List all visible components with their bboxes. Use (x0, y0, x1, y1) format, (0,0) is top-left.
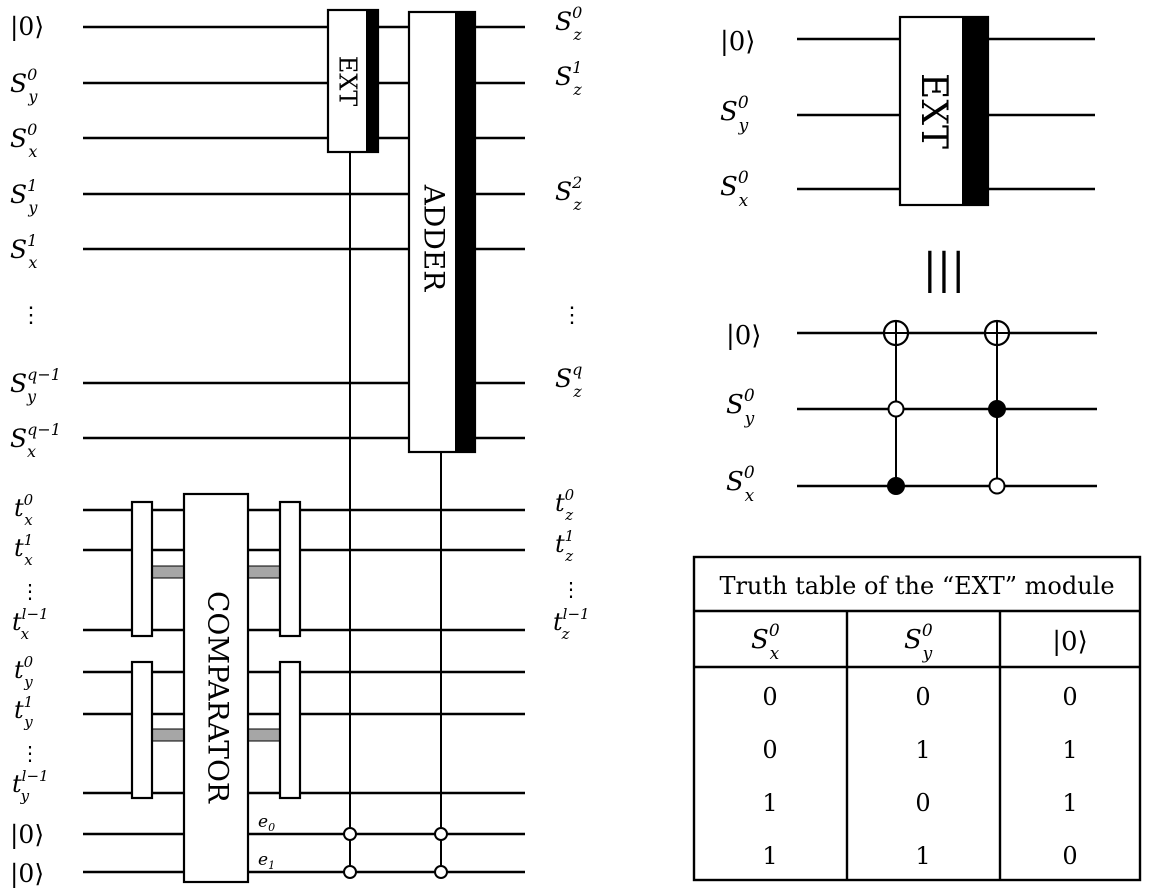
truth-table-cell: 1 (915, 842, 930, 870)
comparator-right-block-y (278, 660, 302, 800)
ext-module: EXT (326, 8, 380, 154)
label-vdots-tz: ⋮ (561, 577, 581, 601)
ext-open-control-e1 (343, 865, 357, 879)
flag-e1: e1 (258, 850, 275, 872)
label-zero: |0⟩ (10, 12, 44, 42)
truth-table-cell: 0 (915, 683, 930, 711)
comparator-module: COMPARATOR (130, 492, 302, 884)
connector-right-top (247, 565, 281, 579)
connector-left-top (151, 565, 185, 579)
comparator-label: COMPARATOR (202, 591, 235, 804)
comparator-left-block-x (130, 500, 154, 638)
adder-bar (455, 12, 475, 452)
truth-table-cell: 1 (915, 736, 930, 764)
ext-detail-bar (962, 17, 988, 205)
label-zero2: |0⟩ (10, 820, 44, 850)
ext-detail-label: EXT (913, 73, 954, 149)
toffoli-2-filled-control (988, 400, 1006, 418)
connector-left-bottom (151, 728, 185, 742)
toffoli-1-open-control (887, 400, 905, 418)
truth-table-border (692, 555, 1142, 882)
comparator-left-block-y (130, 660, 154, 800)
ext-detail-label-zero: |0⟩ (720, 27, 755, 57)
truth-table-cell: 0 (1062, 842, 1077, 870)
adder-open-control-e1 (434, 865, 448, 879)
ext-label: EXT (334, 56, 362, 107)
truth-table-cell: 0 (915, 789, 930, 817)
connector-right-bottom (247, 728, 281, 742)
truth-table-cell: 1 (1062, 736, 1077, 764)
truth-table-cell: 0 (762, 683, 777, 711)
truth-table-cell: 0 (1062, 683, 1077, 711)
truth-table-cell: 1 (762, 789, 777, 817)
label-vdots-s: ⋮ (20, 303, 42, 328)
label-vdots-sz: ⋮ (561, 303, 583, 328)
toffoli-1-filled-control (887, 477, 905, 495)
ext-bar (366, 10, 378, 152)
label-vdots-tx: ⋮ (20, 579, 40, 603)
truth-table-cell: 1 (762, 842, 777, 870)
comparator-right-block-x (278, 500, 302, 638)
equivalence-symbol: ||| (923, 244, 965, 293)
comparator-box (182, 492, 250, 884)
left-wires (83, 25, 525, 874)
adder-label: ADDER (418, 184, 451, 293)
truth-table-cell: 0 (762, 736, 777, 764)
decomp-label-zero: |0⟩ (726, 321, 761, 351)
ext-open-control-e0 (343, 827, 357, 841)
flag-e0: e0 (258, 812, 275, 834)
label-vdots-ty: ⋮ (20, 741, 40, 765)
truth-table-header-zero: |0⟩ (1052, 627, 1087, 657)
label-zero3: |0⟩ (10, 859, 44, 889)
adder-open-control-e0 (434, 827, 448, 841)
adder-module: ADDER (407, 10, 477, 454)
toffoli-2-open-control (988, 477, 1006, 495)
truth-table-cell: 1 (1062, 789, 1077, 817)
truth-table-title: Truth table of the “EXT” module (719, 572, 1114, 600)
